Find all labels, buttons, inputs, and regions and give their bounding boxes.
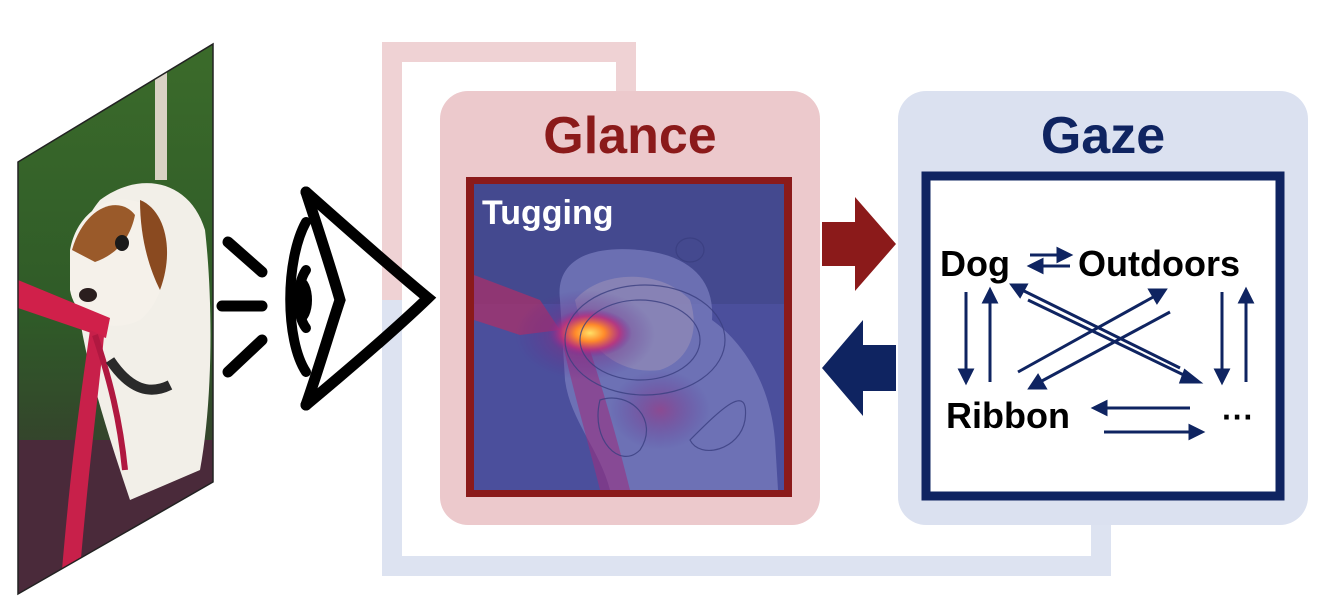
gaze-node-more: ··· xyxy=(1222,399,1254,435)
gaze-graph-edges xyxy=(957,246,1255,441)
input-image xyxy=(17,42,214,596)
gaze-node-ribbon: Ribbon xyxy=(946,395,1070,436)
gaze-title: Gaze xyxy=(1041,107,1165,165)
glance-to-gaze-arrow xyxy=(822,197,896,291)
gaze-panel: Gaze Dog Outdoors Ribbon ··· xyxy=(898,91,1308,525)
glance-action-label: Tugging xyxy=(482,194,614,232)
glance-title: Glance xyxy=(543,107,716,165)
feedback-loop xyxy=(382,42,1111,576)
glance-panel: Glance Tugging xyxy=(440,91,820,525)
gaze-node-dog: Dog xyxy=(940,243,1010,284)
gaze-node-outdoors: Outdoors xyxy=(1078,243,1240,284)
gaze-to-glance-arrow xyxy=(822,320,896,416)
feedback-loop-blue xyxy=(382,300,1111,576)
eye-icon xyxy=(216,186,437,411)
heatmap-image: Tugging xyxy=(474,184,784,490)
